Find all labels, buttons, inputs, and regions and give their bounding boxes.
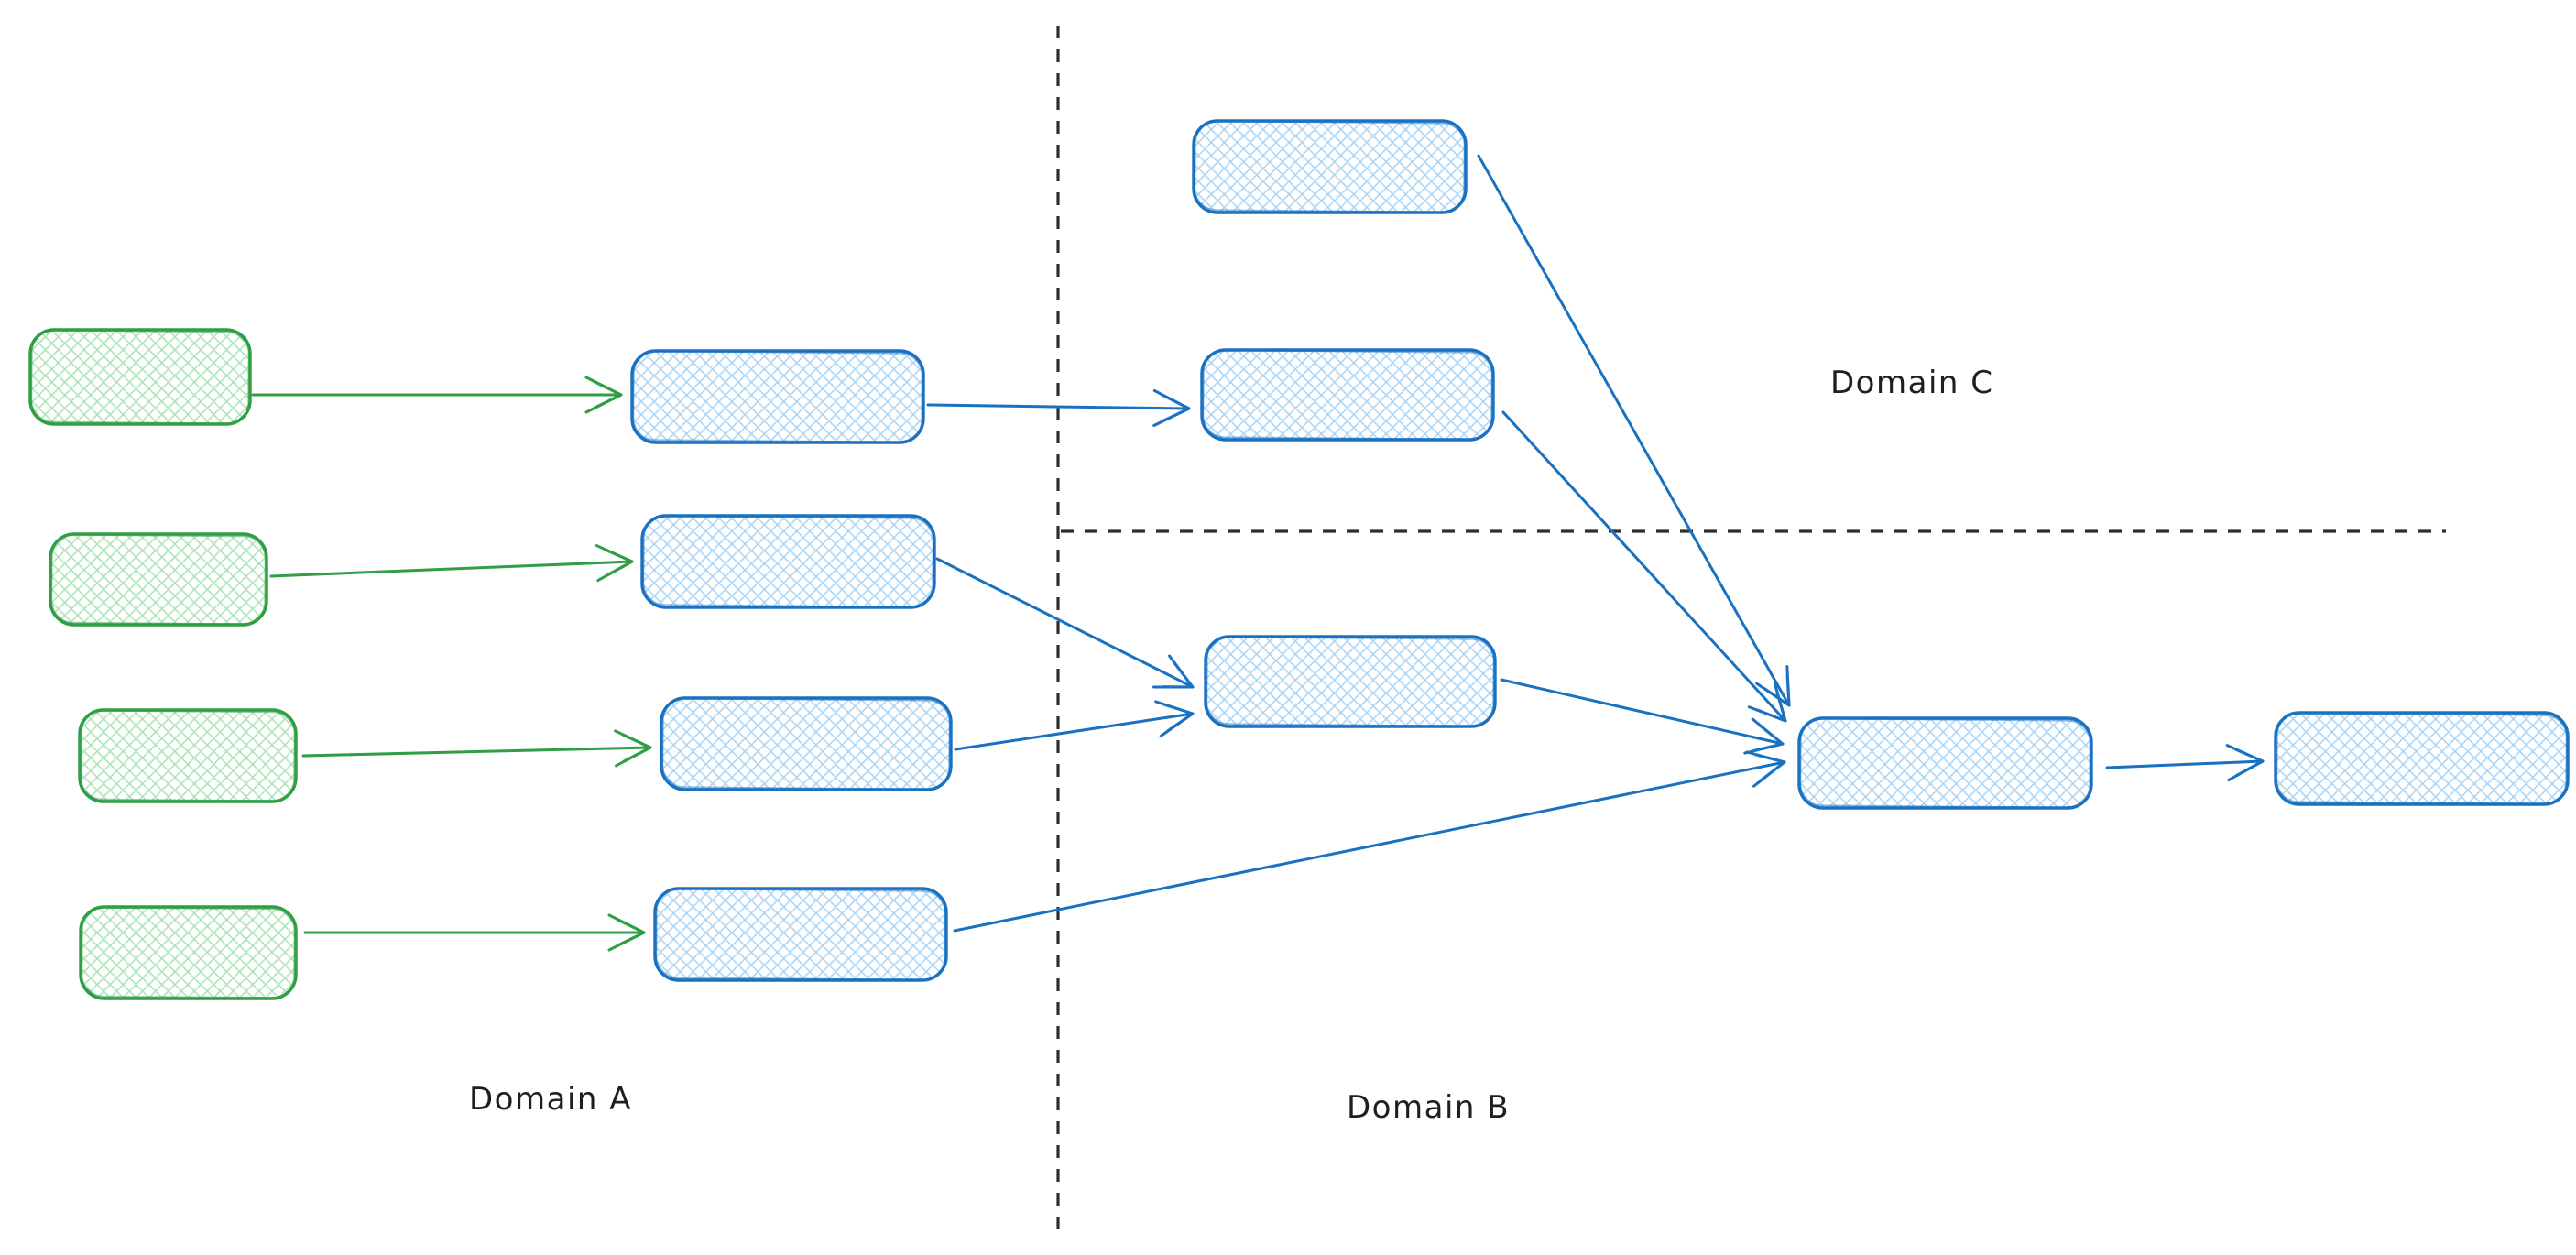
arrow-stage-3-to-b-merge[interactable]	[954, 700, 1195, 751]
source-box-3-sketch-outline	[80, 709, 296, 802]
source-box-1-shape[interactable]	[28, 328, 252, 426]
domain-c-top-box-sketch-outline	[1194, 120, 1466, 213]
stage-box-1[interactable]	[630, 349, 925, 444]
domain-b-aggregate-box[interactable]	[1797, 716, 2093, 810]
stage-box-4-sketch-outline	[655, 888, 946, 981]
domain-b-merge-box-shape[interactable]	[1204, 635, 1497, 728]
source-box-1[interactable]	[28, 328, 252, 426]
stage-box-3[interactable]	[660, 696, 953, 791]
stage-box-4[interactable]	[653, 887, 948, 982]
stage-box-2-shape[interactable]	[640, 514, 936, 609]
domain-b-label[interactable]: Domain B	[1347, 1089, 1510, 1126]
stage-box-3-shape[interactable]	[660, 696, 953, 791]
stage-box-4-shape[interactable]	[653, 887, 948, 982]
source-box-4-shape[interactable]	[79, 905, 298, 1000]
domain-b-output-box[interactable]	[2274, 711, 2570, 806]
arrow-c-mid-to-b-agg[interactable]	[1501, 410, 1787, 723]
arrow-c-top-to-b-agg[interactable]	[1477, 154, 1791, 707]
domain-c-top-box-shape[interactable]	[1192, 119, 1468, 214]
source-box-3[interactable]	[78, 708, 298, 803]
domain-b-aggregate-box-shape[interactable]	[1797, 716, 2093, 810]
source-box-2-sketch-outline	[50, 533, 267, 626]
stage-box-3-sketch-outline	[661, 697, 951, 791]
nodes-layer	[28, 119, 2570, 1000]
domain-b-merge-box[interactable]	[1204, 635, 1497, 728]
arrow-stage-1-to-c-mid[interactable]	[926, 388, 1191, 427]
arrow-source-3-to-stage-3[interactable]	[301, 729, 652, 768]
stage-box-2[interactable]	[640, 514, 936, 609]
source-box-3-shape[interactable]	[78, 708, 298, 803]
stage-box-1-shape[interactable]	[630, 349, 925, 444]
domain-c-top-box[interactable]	[1192, 119, 1468, 214]
domain-c-label[interactable]: Domain C	[1830, 365, 1993, 401]
domain-a-label[interactable]: Domain A	[469, 1081, 632, 1118]
arrow-source-2-to-stage-2[interactable]	[269, 544, 634, 583]
domain-b-output-box-shape[interactable]	[2274, 711, 2570, 806]
domain-c-mid-box-shape[interactable]	[1200, 348, 1495, 442]
source-box-4-sketch-outline	[81, 906, 296, 999]
stage-box-2-sketch-outline	[642, 515, 934, 608]
domain-b-merge-box-sketch-outline	[1206, 636, 1495, 727]
domain-b-output-box-sketch-outline	[2276, 712, 2568, 805]
source-box-1-sketch-outline	[30, 329, 250, 425]
source-box-4[interactable]	[79, 905, 298, 1000]
arrow-b-merge-to-b-agg[interactable]	[1500, 678, 1785, 755]
source-box-2-shape[interactable]	[49, 532, 268, 627]
edges-layer	[251, 154, 2265, 952]
source-box-2[interactable]	[49, 532, 268, 627]
domain-b-aggregate-box-sketch-outline	[1799, 717, 2091, 809]
domain-c-mid-box[interactable]	[1200, 348, 1495, 442]
arrow-stage-2-to-b-merge[interactable]	[935, 557, 1195, 689]
arrow-stage-4-to-b-agg[interactable]	[953, 750, 1786, 933]
stage-box-1-sketch-outline	[632, 350, 923, 443]
arrow-b-agg-to-b-out[interactable]	[2105, 744, 2265, 782]
domain-c-mid-box-sketch-outline	[1202, 349, 1493, 441]
